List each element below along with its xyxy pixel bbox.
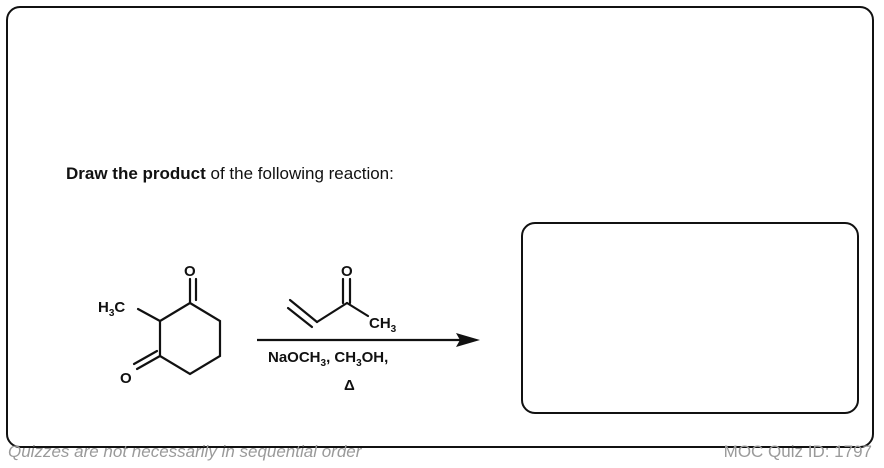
reaction-arrow <box>257 333 480 347</box>
question-prompt: Draw the product of the following reacti… <box>66 164 394 184</box>
mvk-methyl-label: CH3 <box>369 315 397 335</box>
methyl-label: H3C <box>98 299 125 319</box>
bottom-oxygen-label: O <box>120 370 132 387</box>
heat-symbol: Δ <box>344 377 355 394</box>
quiz-id: MOC Quiz ID: 1797 <box>723 442 872 461</box>
footer-note: Quizzes are not necessarily in sequentia… <box>8 442 362 461</box>
conditions-line1: NaOCH3, CH3OH, <box>268 349 388 369</box>
cyclohexanedione-structure <box>132 277 222 376</box>
question-rest: of the following reaction: <box>205 164 394 183</box>
top-oxygen-label: O <box>184 263 196 280</box>
question-bold: Draw the product <box>66 164 206 183</box>
methyl-vinyl-ketone-structure <box>286 277 370 329</box>
mvk-oxygen-label: O <box>341 263 353 280</box>
answer-box[interactable] <box>521 222 859 414</box>
quiz-card <box>6 6 874 448</box>
